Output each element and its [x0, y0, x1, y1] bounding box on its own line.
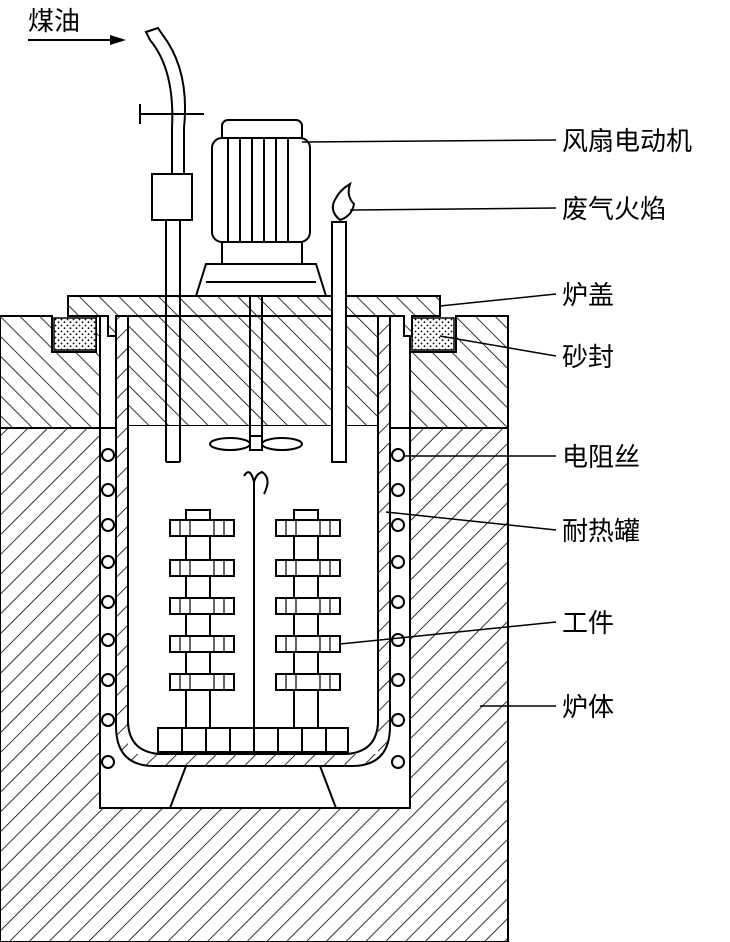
- retort-support: [169, 765, 337, 809]
- label-workpiece: 工件: [562, 609, 614, 639]
- resistance-wire-left: [101, 448, 115, 769]
- label-retort: 耐热罐: [562, 517, 640, 547]
- label-fan-motor: 风扇电动机: [562, 127, 692, 157]
- fan-blades: [209, 435, 303, 451]
- sand-seal-left: [53, 317, 97, 351]
- flame-icon: [331, 181, 356, 222]
- resistance-wire-right: [391, 448, 405, 769]
- workpiece-stack-left: [169, 509, 235, 729]
- label-sand-seal: 砂封: [562, 343, 614, 373]
- exhaust-pipe: [331, 221, 347, 463]
- kerosene-inlet: [139, 26, 204, 463]
- fan-motor: [194, 119, 328, 297]
- label-resistance-wire: 电阻丝: [562, 443, 640, 473]
- fixture-base: [157, 727, 349, 753]
- label-furnace-lid: 炉盖: [562, 281, 614, 311]
- hanger-rod: [243, 470, 269, 728]
- label-exhaust-flame: 废气火焰: [562, 195, 666, 225]
- fan-shaft: [249, 296, 263, 440]
- leader-lines: [301, 139, 557, 707]
- sand-seal-right: [411, 317, 455, 351]
- workpiece-stack-right: [275, 509, 341, 729]
- inlet-label: 煤油: [28, 7, 80, 37]
- inlet-arrow-icon: [28, 35, 126, 45]
- label-furnace-body: 炉体: [562, 693, 614, 723]
